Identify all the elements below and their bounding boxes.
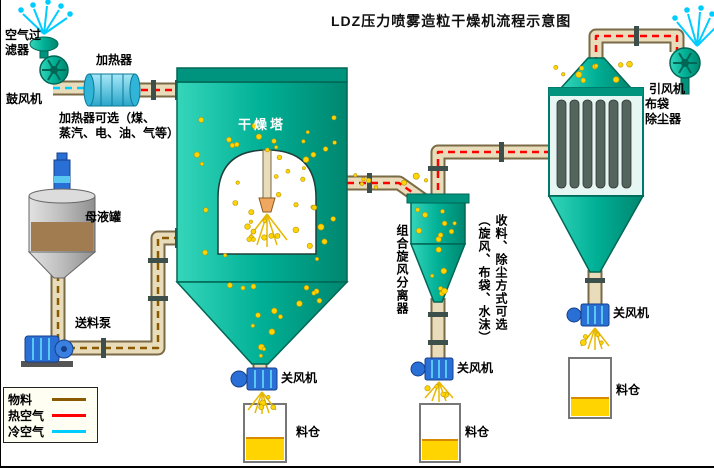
heater bbox=[83, 73, 141, 107]
filter-bags bbox=[556, 99, 632, 189]
hopper-beaker-tower bbox=[243, 403, 287, 463]
mother-tank-label: 母液罐 bbox=[85, 210, 122, 224]
hopper-bagfilter-label: 料仓 bbox=[616, 383, 641, 397]
induced-fan-label: 引风机 bbox=[649, 82, 686, 96]
valve-spray-cyclone bbox=[424, 381, 454, 402]
legend-item-hot-air: 热空气 bbox=[8, 407, 93, 423]
induced-fan bbox=[669, 47, 701, 95]
bag-filter-label: 布袋 除尘器 bbox=[645, 97, 682, 126]
hopper-beaker-cyclone bbox=[419, 403, 461, 463]
drying-tower-label: 干燥塔 bbox=[238, 117, 287, 132]
drying-tower bbox=[175, 67, 349, 365]
air-filter bbox=[29, 36, 59, 59]
legend-cold-air-line bbox=[52, 429, 86, 433]
mother-tank bbox=[27, 152, 97, 279]
hopper-beaker-bagfilter bbox=[568, 357, 612, 419]
spray-lance bbox=[262, 149, 272, 199]
legend-material-line bbox=[52, 397, 86, 401]
heater-note-label: 加热器可选（煤、 蒸汽、电、油、气等） bbox=[59, 111, 180, 140]
material-particles bbox=[193, 60, 633, 411]
blower-label: 鼓风机 bbox=[6, 92, 43, 106]
legend-cold-air-label: 冷空气 bbox=[8, 424, 45, 439]
legend-hot-air-line bbox=[52, 413, 86, 417]
cyclone-label: 组合旋风分离器 bbox=[395, 224, 409, 315]
rotary-valve-bagfilter-label: 关风机 bbox=[613, 306, 650, 320]
legend: 物料 热空气 冷空气 bbox=[3, 387, 98, 443]
rotary-valve-cyclone bbox=[410, 357, 454, 381]
rotary-valve-bagfilter bbox=[566, 303, 610, 327]
hopper-tower-label: 料仓 bbox=[296, 425, 321, 439]
rotary-valve-tower-label: 关风机 bbox=[281, 371, 318, 385]
feed-pump bbox=[21, 335, 74, 367]
rotary-valve-tower bbox=[230, 367, 278, 391]
exhaust-air-spray bbox=[672, 5, 714, 47]
legend-item-material: 物料 bbox=[8, 391, 93, 407]
valve-spray-tower bbox=[247, 391, 277, 414]
rotary-valve-cyclone-label: 关风机 bbox=[457, 361, 494, 375]
air-filter-label: 空气过 滤器 bbox=[5, 28, 42, 57]
hopper-cyclone-label: 料仓 bbox=[465, 425, 490, 439]
legend-hot-air-label: 热空气 bbox=[8, 408, 45, 423]
bag-filter bbox=[547, 57, 645, 273]
spray-nozzle bbox=[258, 197, 276, 213]
collect-note-label: 收料、除尘方式可选 （旋风、布袋、水沫） bbox=[477, 214, 508, 344]
legend-material-label: 物料 bbox=[8, 392, 33, 407]
intake-air-spray bbox=[18, 0, 73, 35]
legend-item-cold-air: 冷空气 bbox=[8, 423, 93, 439]
blower-fan bbox=[39, 55, 69, 85]
page-title: LDZ压力喷雾造粒干燥机流程示意图 bbox=[331, 13, 572, 29]
feed-pump-label: 送料泵 bbox=[75, 316, 112, 330]
heater-label: 加热器 bbox=[96, 53, 133, 67]
